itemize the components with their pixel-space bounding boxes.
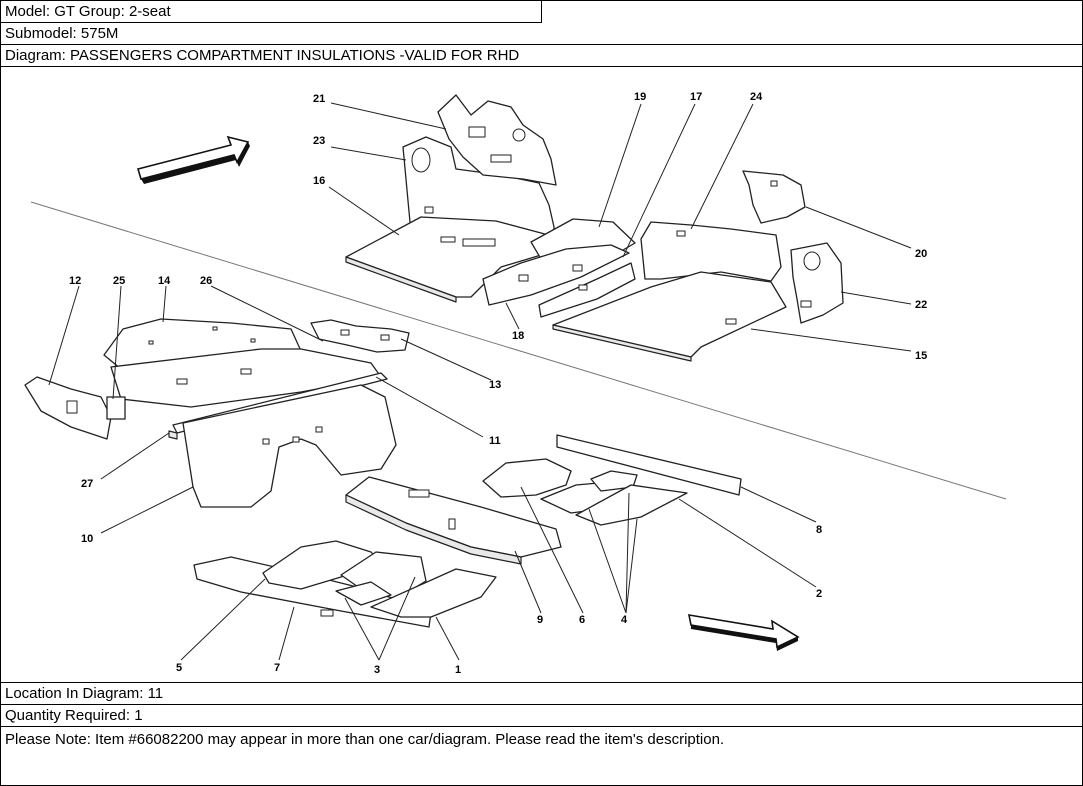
part-4-floor-mats-right xyxy=(540,470,688,526)
part-1-floor-mat-front xyxy=(370,568,497,618)
callout-4: 4 xyxy=(621,614,628,626)
diagram-title-row: Diagram: PASSENGERS COMPARTMENT INSULATI… xyxy=(1,45,1082,67)
part-27-retaining-strip xyxy=(168,430,178,440)
part-22-side-panel-lower xyxy=(790,242,844,324)
part-6-floor-mat-right-small xyxy=(482,458,572,498)
part-20-side-panel-upper xyxy=(742,170,806,224)
part-16-floor-panel-left xyxy=(345,216,557,303)
callout-6: 6 xyxy=(579,614,585,626)
part-13-small-bracket-insulation xyxy=(310,319,410,353)
callout-20: 20 xyxy=(915,248,927,260)
section-divider-line xyxy=(30,201,1007,500)
direction-arrow-top-icon xyxy=(136,135,250,184)
part-18-tunnel-side-left xyxy=(482,244,630,306)
part-8-sill-strip-right xyxy=(556,434,742,496)
callout-11: 11 xyxy=(489,435,501,447)
callout-7: 7 xyxy=(274,662,280,674)
note-row: Please Note: Item #66082200 may appear i… xyxy=(5,731,725,748)
callout-10: 10 xyxy=(81,533,93,545)
callout-14: 14 xyxy=(158,275,171,287)
callout-26: 26 xyxy=(200,275,212,287)
location-row: Location In Diagram: 11 xyxy=(1,683,1082,705)
callout-8: 8 xyxy=(816,524,822,536)
part-25-trim-clip xyxy=(106,396,126,420)
callout-24: 24 xyxy=(750,91,763,103)
part-12-side-insulation-left xyxy=(24,376,112,440)
quantity-row: Quantity Required: 1 xyxy=(1,705,1082,727)
direction-arrow-bottom-icon xyxy=(687,614,800,651)
part-3-floor-mats-center xyxy=(335,551,427,606)
callout-5: 5 xyxy=(176,662,182,674)
part-9-tunnel-floor-insulation xyxy=(345,476,562,565)
diagram-svg: 1 2 3 4 5 6 7 8 9 10 11 12 13 14 15 16 1… xyxy=(24,91,1007,676)
callout-12: 12 xyxy=(69,275,81,287)
part-7-sill-strip xyxy=(193,556,432,628)
exploded-parts-diagram: 1 2 3 4 5 6 7 8 9 10 11 12 13 14 15 16 1… xyxy=(1,67,1082,683)
callout-22: 22 xyxy=(915,299,927,311)
callout-17: 17 xyxy=(690,91,702,103)
callout-15: 15 xyxy=(915,350,927,362)
model-row: Model: GT Group: 2-seat xyxy=(1,1,542,23)
callout-23: 23 xyxy=(313,135,325,147)
part-24-rear-floor-riser xyxy=(640,221,782,282)
part-10-front-bulkhead-insulation xyxy=(182,384,397,508)
callout-25: 25 xyxy=(113,275,125,287)
part-17-tunnel-side-right xyxy=(538,262,636,318)
callout-1: 1 xyxy=(455,664,461,676)
callout-9: 9 xyxy=(537,614,543,626)
callout-21: 21 xyxy=(313,93,325,105)
callout-2: 2 xyxy=(816,588,822,600)
submodel-row: Submodel: 575M xyxy=(1,23,1082,45)
callout-3: 3 xyxy=(374,664,380,676)
callout-27: 27 xyxy=(81,478,93,490)
callout-16: 16 xyxy=(313,175,325,187)
callout-13: 13 xyxy=(489,379,501,391)
part-15-floor-panel-right xyxy=(552,271,787,362)
callout-19: 19 xyxy=(634,91,646,103)
callout-18: 18 xyxy=(512,330,524,342)
part-21-upper-bulkhead-panel xyxy=(437,94,557,186)
leader-lines xyxy=(48,102,912,661)
